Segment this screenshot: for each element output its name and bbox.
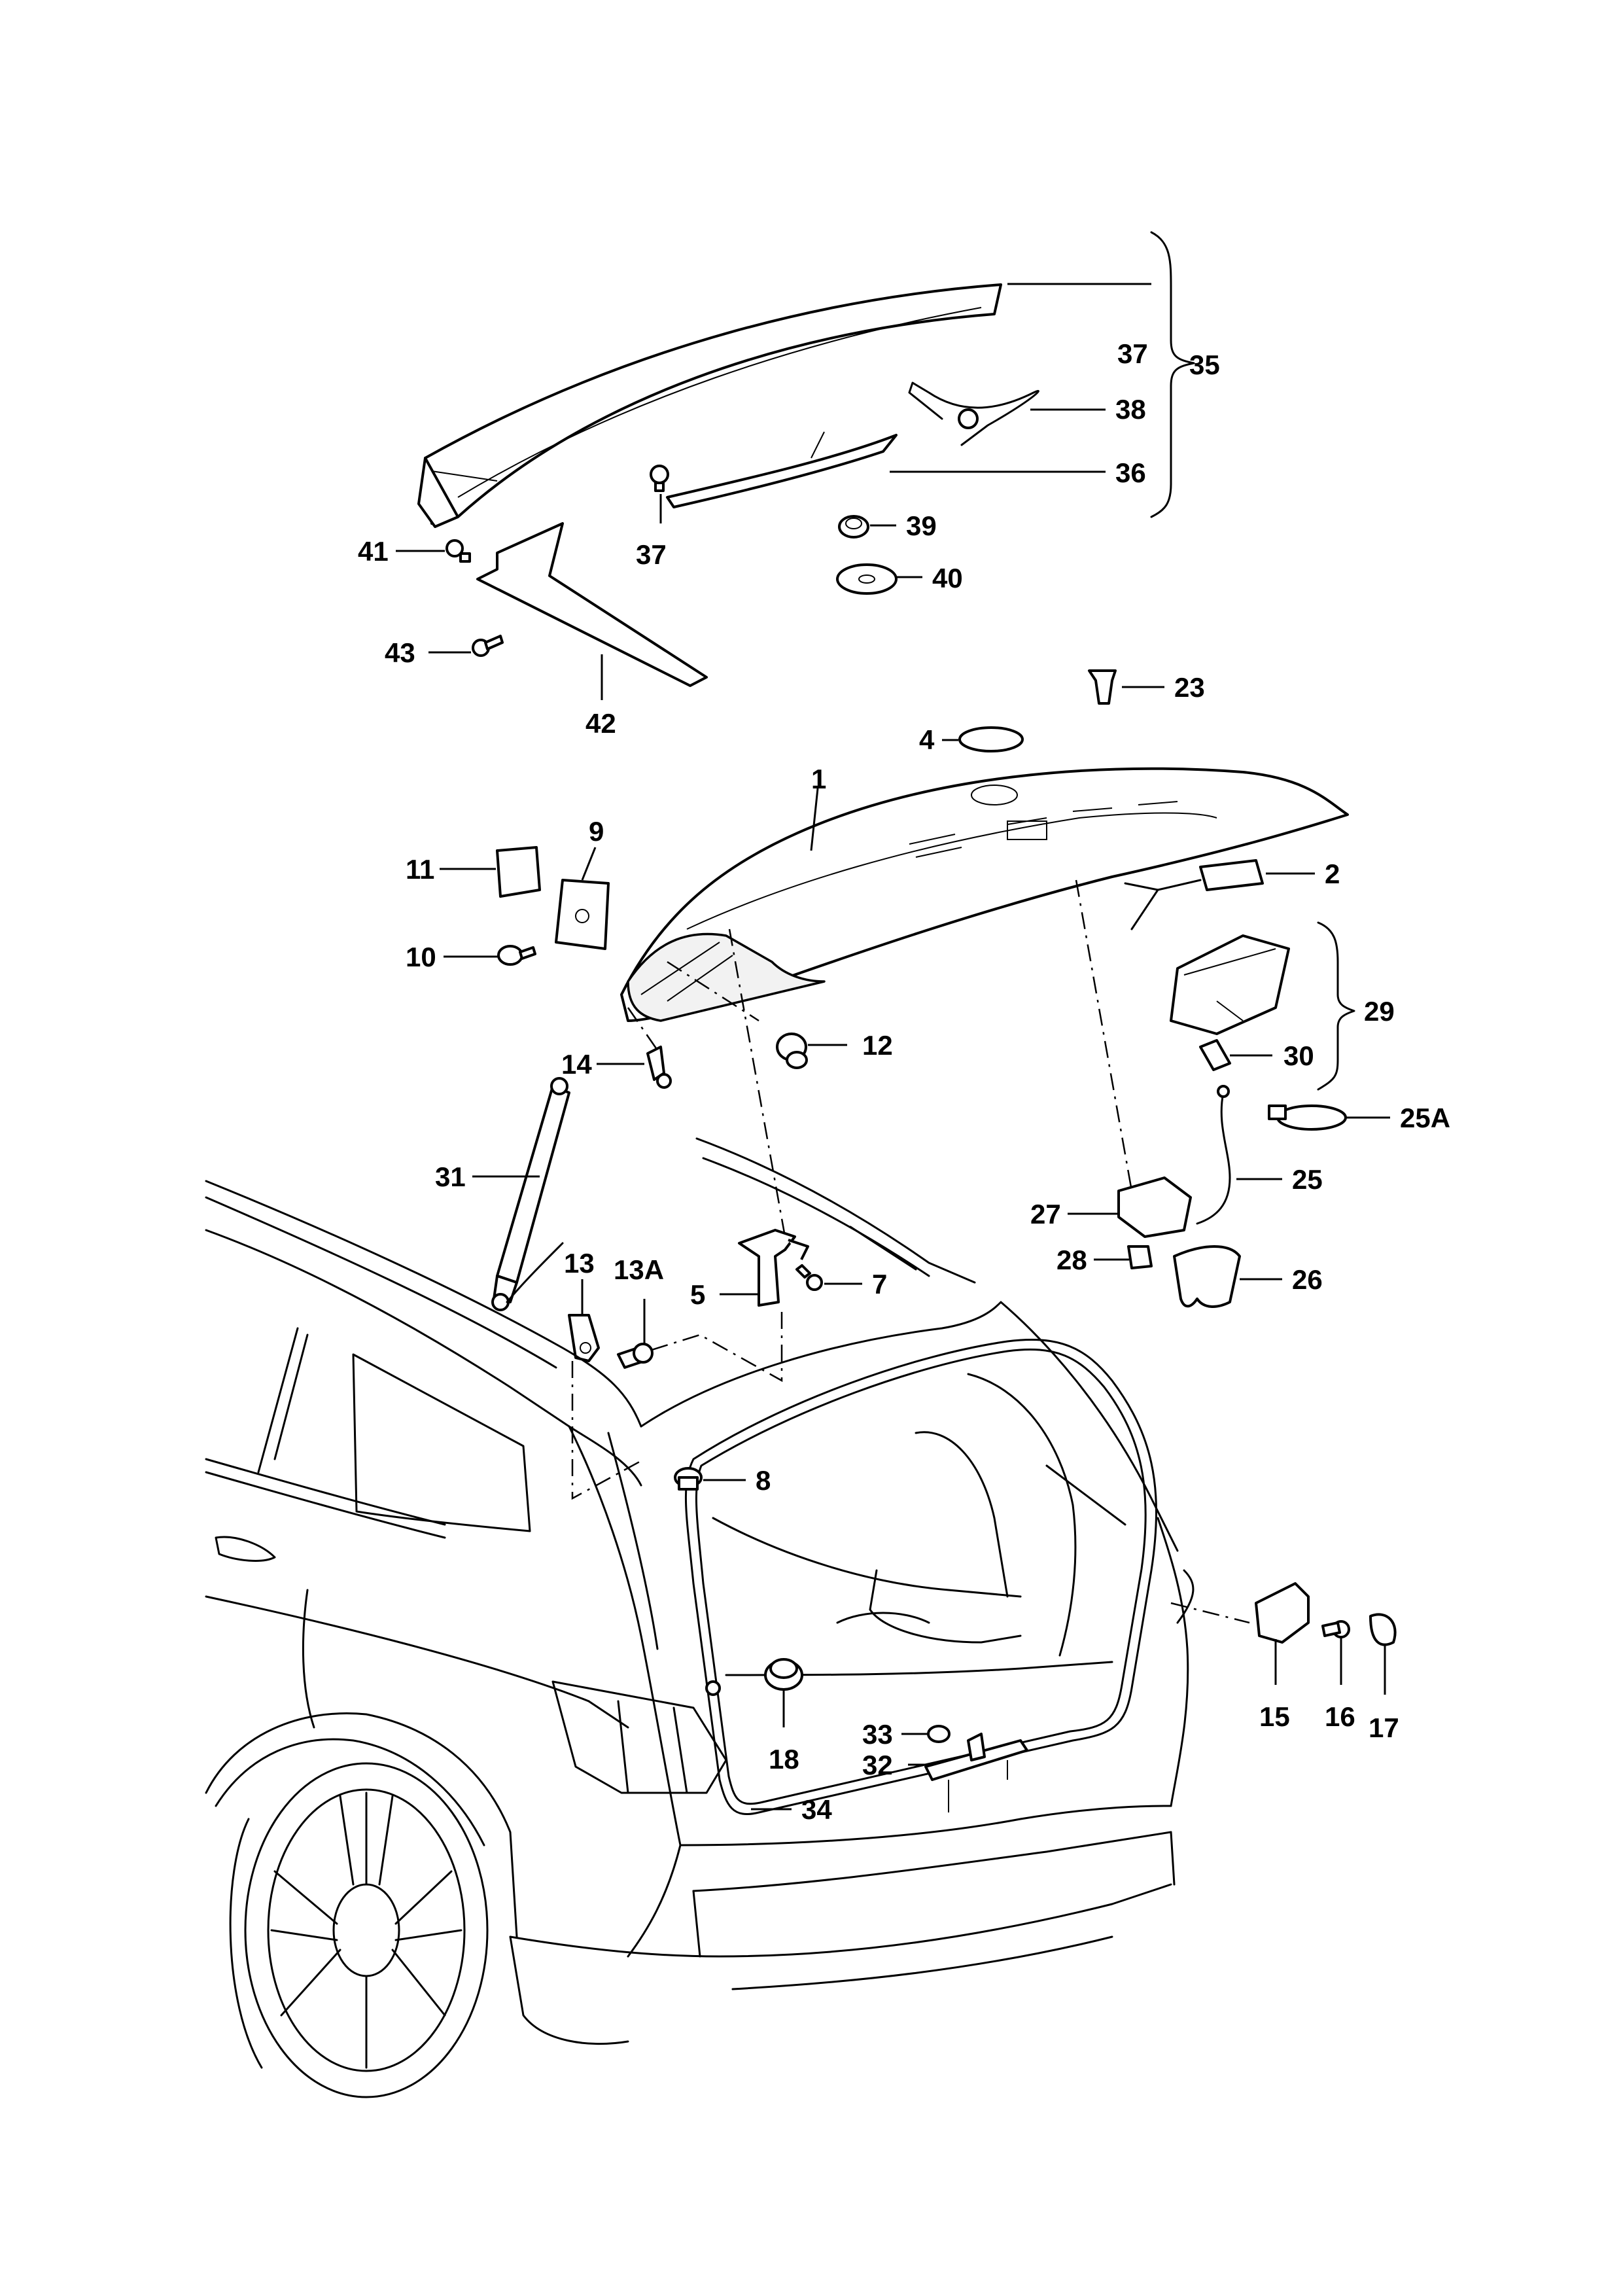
- buffer-8: [674, 1467, 703, 1491]
- callout-36: 36: [1115, 457, 1146, 488]
- callout-28: 28: [1056, 1245, 1087, 1275]
- callout-16: 16: [1325, 1701, 1355, 1732]
- group-bracket-29: [1317, 921, 1355, 1091]
- nut-39: [838, 515, 869, 539]
- washer-hose-38: [908, 381, 1039, 446]
- callout-39: 39: [906, 510, 937, 541]
- callout-31: 31: [435, 1161, 466, 1192]
- bulb-30: [1199, 1039, 1231, 1071]
- callout-10: 10: [406, 942, 436, 972]
- callout-13: 13: [564, 1248, 595, 1279]
- bolt-13a: [617, 1343, 654, 1369]
- callout-14: 14: [561, 1049, 592, 1080]
- callout-37-screw: 37: [636, 539, 667, 570]
- ball-stud-14: [646, 1046, 672, 1089]
- callout-12: 12: [862, 1030, 893, 1061]
- callout-40: 40: [932, 563, 963, 593]
- nut-33: [927, 1725, 951, 1743]
- hinge-bracket-13: [568, 1314, 600, 1362]
- screw-7: [795, 1264, 823, 1291]
- third-brake-light-36: [666, 431, 898, 508]
- cap-17: [1369, 1613, 1397, 1646]
- screw-43: [472, 635, 504, 657]
- rivet-23: [1088, 669, 1117, 705]
- callout-27: 27: [1030, 1199, 1061, 1229]
- lock-striker-15: [1255, 1582, 1310, 1644]
- hinge-5: [738, 1229, 809, 1307]
- tailgate-1: [620, 767, 1349, 1022]
- striker-32: [924, 1733, 1028, 1812]
- callout-7: 7: [872, 1269, 887, 1299]
- callout-13a: 13A: [614, 1254, 664, 1285]
- callout-4: 4: [919, 724, 935, 755]
- lock-actuator-29: [1170, 934, 1290, 1035]
- nut-28: [1127, 1245, 1153, 1269]
- lock-27: [1117, 1176, 1192, 1238]
- assembly-line-strut-body: [571, 1361, 645, 1500]
- callout-25: 25: [1292, 1164, 1323, 1195]
- callout-25a: 25A: [1400, 1103, 1450, 1133]
- callout-23: 23: [1174, 672, 1205, 703]
- callout-18: 18: [769, 1744, 799, 1775]
- assembly-line-tailgate-strut: [627, 1007, 659, 1051]
- screw-37: [650, 465, 669, 492]
- callout-29: 29: [1364, 996, 1395, 1027]
- assembly-line-lock-body-right: [1170, 1602, 1250, 1624]
- callout-35: 35: [1189, 349, 1220, 380]
- seal-34: [684, 1339, 1157, 1816]
- assembly-line-tailgate-lock: [1075, 879, 1133, 1192]
- gas-strut-31: [491, 1077, 570, 1311]
- callout-5: 5: [690, 1279, 705, 1310]
- callout-17: 17: [1369, 1712, 1399, 1743]
- leader-lines: [396, 283, 1390, 1810]
- rear-spoiler-37: [417, 283, 1002, 528]
- callout-30: 30: [1283, 1040, 1314, 1071]
- buffer-12: [776, 1033, 808, 1069]
- switch-2: [1124, 859, 1264, 930]
- vehicle-body: [205, 1137, 1195, 2098]
- screw-41: [445, 539, 471, 563]
- bracket-9: [555, 879, 610, 950]
- assembly-line-lock-body: [667, 961, 759, 1022]
- cap-4: [958, 726, 1024, 752]
- assembly-line-hinge-body: [647, 1312, 783, 1383]
- callout-2: 2: [1325, 858, 1340, 889]
- callout-37-spoiler: 37: [1117, 338, 1148, 369]
- cover-26: [1173, 1245, 1241, 1308]
- clip-25a: [1268, 1104, 1347, 1131]
- screw-10: [497, 945, 536, 966]
- cover-11: [496, 846, 541, 898]
- screw-16: [1321, 1620, 1350, 1638]
- group-bracket-35: [1150, 231, 1195, 518]
- callout-34: 34: [801, 1794, 832, 1825]
- callout-8: 8: [756, 1465, 771, 1496]
- callout-43: 43: [385, 637, 415, 668]
- trim-panel-42: [476, 522, 708, 687]
- callout-41: 41: [358, 536, 389, 567]
- callout-32: 32: [862, 1750, 893, 1780]
- callout-38: 38: [1115, 394, 1146, 425]
- body-hole: [705, 1680, 721, 1696]
- seal-40: [836, 563, 898, 595]
- cable-25: [1196, 1085, 1231, 1225]
- callout-26: 26: [1292, 1264, 1323, 1295]
- callout-42: 42: [585, 708, 616, 739]
- buffer-18: [764, 1658, 803, 1691]
- callout-9: 9: [589, 816, 604, 847]
- assembly-line-tailgate-hinge: [728, 928, 786, 1237]
- callout-33: 33: [862, 1719, 893, 1750]
- callout-11: 11: [406, 854, 434, 885]
- callout-15: 15: [1259, 1701, 1290, 1732]
- callout-1: 1: [811, 764, 826, 794]
